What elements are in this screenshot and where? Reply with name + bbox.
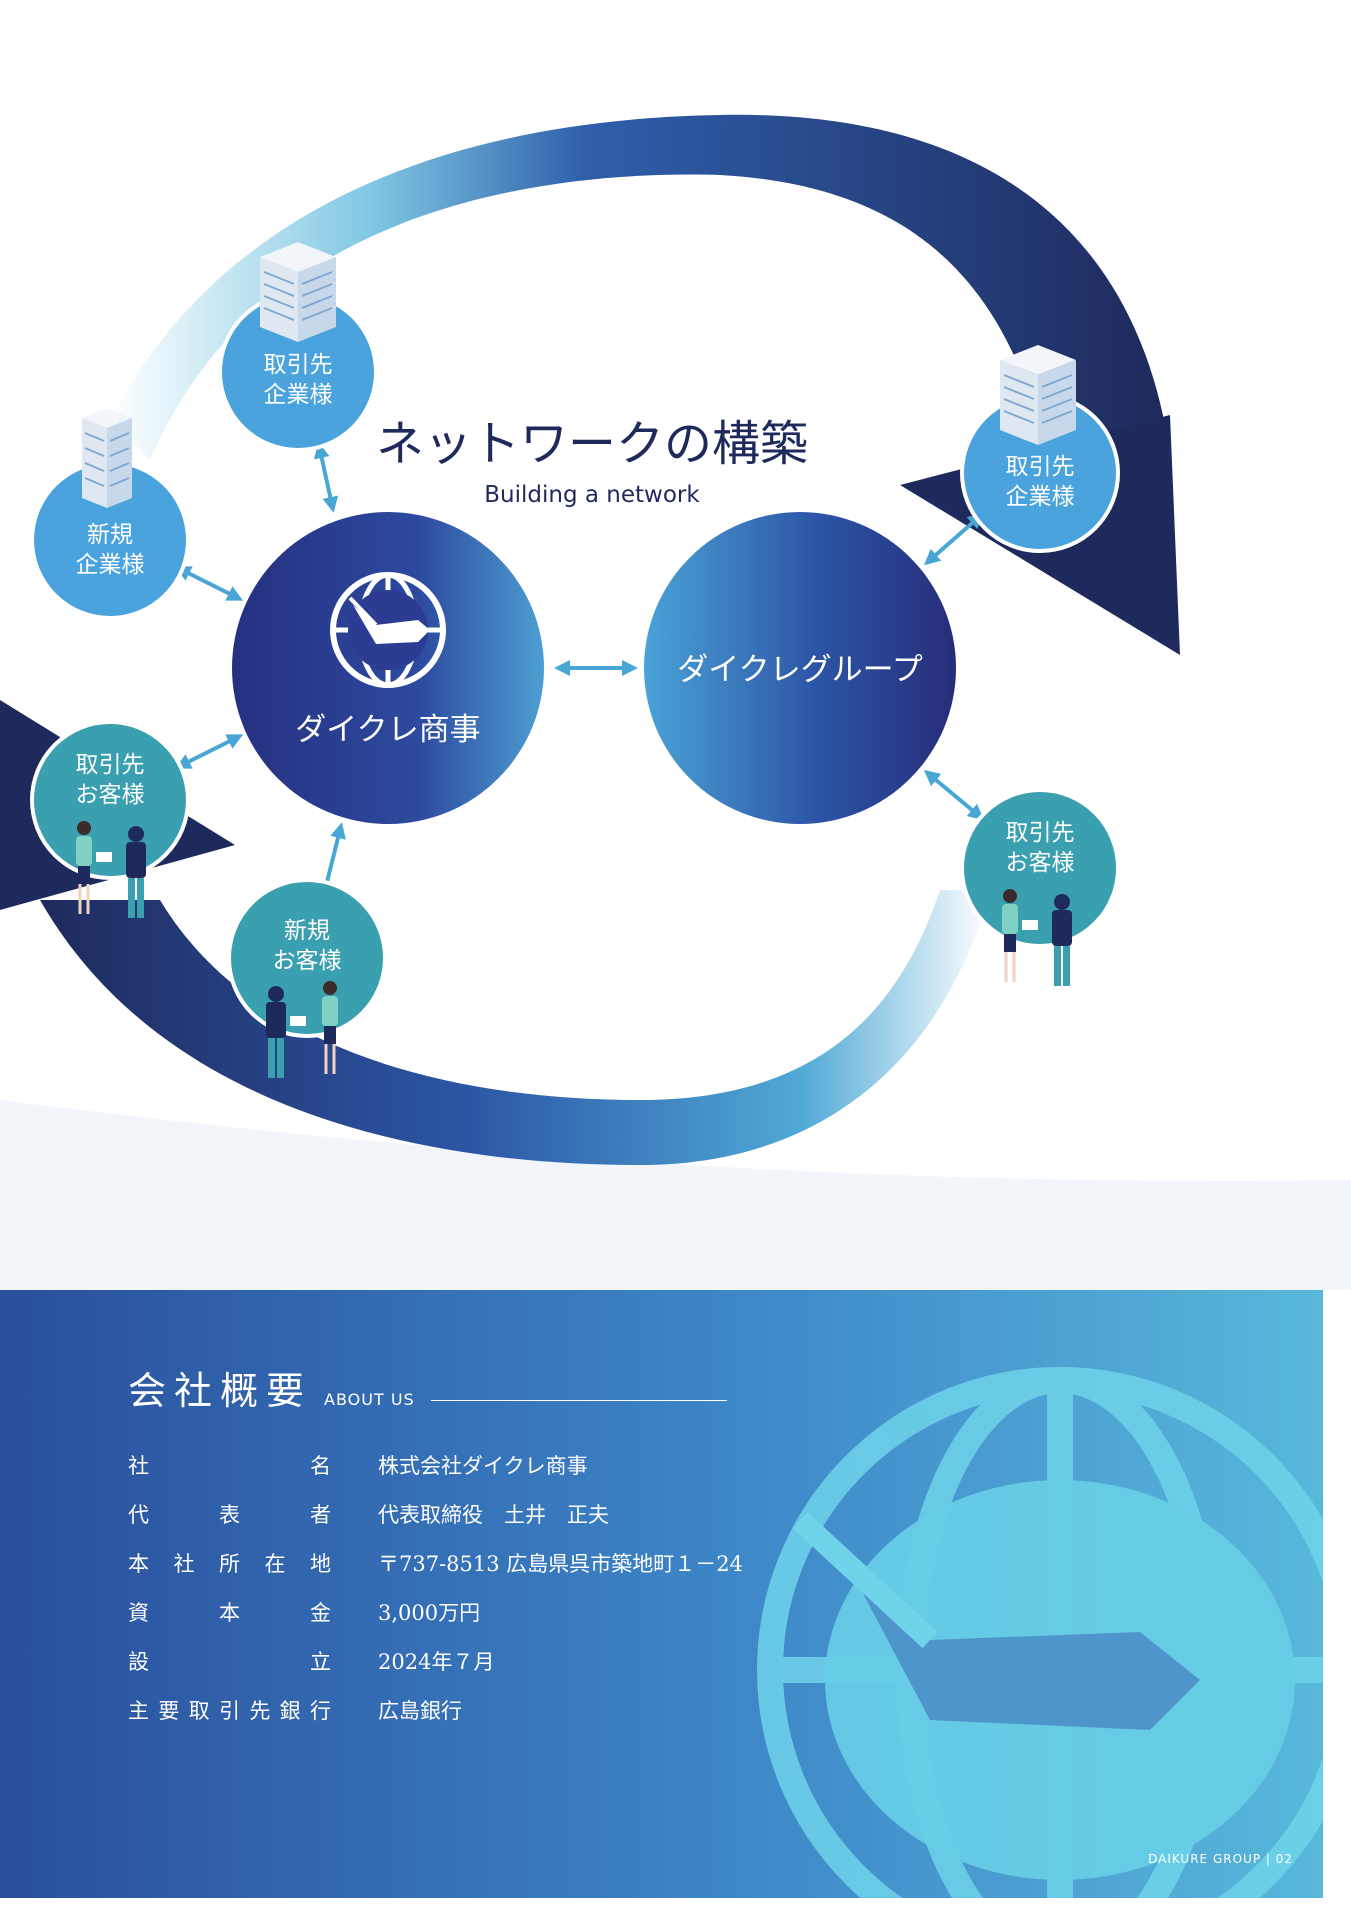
info-row-company-name: 社名 株式会社ダイクレ商事 — [128, 1440, 743, 1489]
node-new-corp-line1: 新規 — [87, 522, 133, 548]
arrow-new-cust — [319, 822, 346, 898]
node-new-cust — [227, 878, 387, 1038]
node-client-corp-b-line2: 企業様 — [1006, 484, 1075, 510]
hub-daikure-group — [644, 512, 956, 824]
info-label: 社名 — [128, 1453, 331, 1478]
info-row-established: 設立 2024年７月 — [128, 1636, 743, 1685]
info-row-main-bank: 主要取引先銀行 広島銀行 — [128, 1685, 743, 1734]
node-client-corp-b-line1: 取引先 — [1006, 454, 1075, 480]
about-panel: 会社概要 ABOUT US 社名 株式会社ダイクレ商事 代表者 代表取締役 土井… — [0, 1290, 1323, 1898]
node-new-corp-line2: 企業様 — [76, 552, 145, 578]
building-icon — [1000, 345, 1076, 445]
node-client-corp-a-line2: 企業様 — [264, 382, 333, 408]
node-client-cust-b-line1: 取引先 — [1006, 820, 1075, 846]
arrow-client-corp-b — [923, 512, 985, 566]
node-client-cust-a — [30, 720, 190, 880]
about-title-en: ABOUT US — [324, 1390, 415, 1409]
node-new-cust-line2: お客様 — [273, 948, 342, 974]
node-client-cust-a-line2: お客様 — [76, 782, 145, 808]
info-label: 主要取引先銀行 — [128, 1698, 331, 1723]
info-row-capital: 資本金 3,000万円 — [128, 1587, 743, 1636]
top-arc — [110, 114, 1165, 470]
hub-daikure-group-label: ダイクレグループ — [677, 652, 923, 688]
arrow-client-corp-a — [313, 442, 339, 513]
node-client-cust-b-line2: お客様 — [1006, 850, 1075, 876]
arrow-client-cust-a — [174, 734, 244, 769]
info-value: 〒737-8513 広島県呉市築地町１－24 — [378, 1551, 744, 1576]
node-client-corp-a-line1: 取引先 — [264, 352, 333, 378]
network-title: ネットワークの構築 — [376, 416, 808, 472]
building-icon — [82, 408, 132, 508]
network-subtitle: Building a network — [484, 482, 700, 508]
globe-watermark-icon — [757, 1367, 1323, 1898]
heading-divider — [430, 1400, 727, 1401]
people-icon — [76, 821, 146, 918]
people-icon — [266, 981, 338, 1078]
about-title: 会社概要 — [128, 1369, 313, 1413]
info-value: 株式会社ダイクレ商事 — [378, 1453, 588, 1478]
info-row-representative: 代表者 代表取締役 土井 正夫 — [128, 1489, 743, 1538]
info-value: 3,000万円 — [378, 1600, 481, 1625]
about-heading: 会社概要 ABOUT US — [128, 1360, 727, 1415]
network-diagram: ネットワークの構築 Building a network ダイクレ商事 ダイクレ… — [0, 114, 1351, 1290]
arrow-client-cust-b — [923, 769, 985, 821]
node-client-cust-b — [960, 788, 1120, 948]
page-footer: DAIKURE GROUP | 02 — [1148, 1852, 1293, 1866]
hub-daikure-shoji-label: ダイクレ商事 — [295, 712, 480, 748]
info-row-head-office: 本社所在地 〒737-8513 広島県呉市築地町１－24 — [128, 1538, 743, 1587]
node-new-cust-line1: 新規 — [284, 918, 330, 944]
info-label: 代表者 — [128, 1502, 331, 1527]
info-label: 本社所在地 — [128, 1551, 331, 1576]
info-value: 広島銀行 — [378, 1698, 462, 1723]
info-label: 資本金 — [128, 1600, 331, 1625]
info-value: 2024年７月 — [378, 1649, 495, 1674]
company-info-table: 社名 株式会社ダイクレ商事 代表者 代表取締役 土井 正夫 本社所在地 〒737… — [128, 1440, 743, 1734]
building-icon — [260, 242, 336, 342]
info-value: 代表取締役 土井 正夫 — [378, 1502, 609, 1527]
bottom-arc — [40, 890, 990, 1165]
people-icon — [1002, 889, 1072, 986]
arrow-new-corp — [174, 566, 244, 601]
node-client-cust-a-line1: 取引先 — [76, 752, 145, 778]
info-label: 設立 — [128, 1649, 331, 1674]
daikure-globe-icon — [330, 572, 446, 688]
